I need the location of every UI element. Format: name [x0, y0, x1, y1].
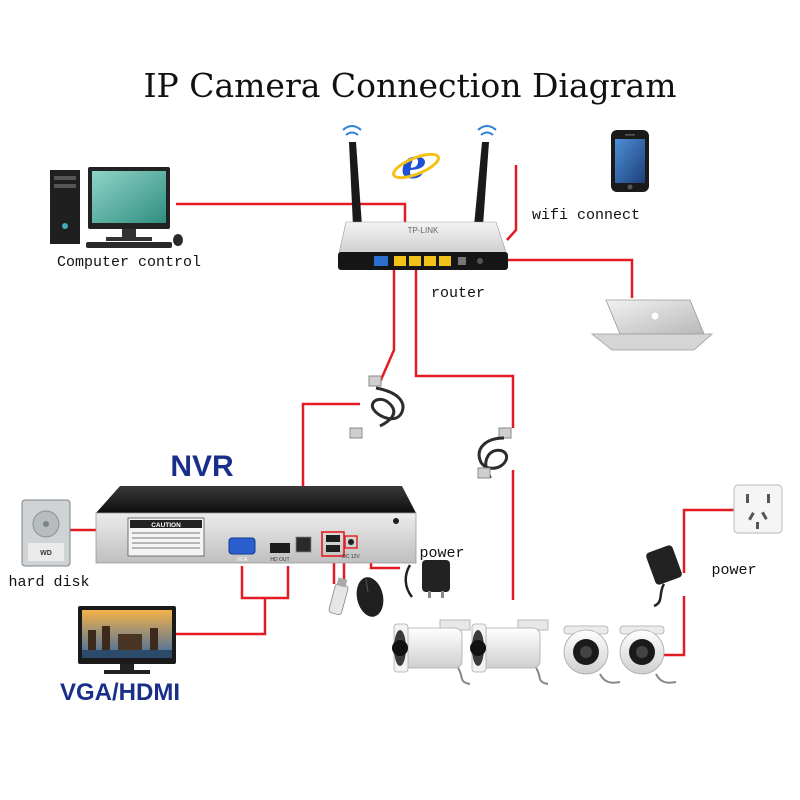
mouse-icon	[356, 577, 384, 617]
wire-router-cameras	[414, 268, 515, 428]
nvr-label: NVR	[170, 450, 234, 483]
nvr-port-dc-label: DC 12V	[342, 554, 360, 560]
bullet-camera-icon	[392, 619, 471, 685]
nvr-sticker-title: CAUTION	[151, 522, 181, 529]
network-cable-icon	[349, 375, 405, 439]
vga-hdmi-label: VGA/HDMI	[60, 679, 180, 706]
dome-camera-icon	[619, 625, 677, 684]
wire-video-monitor	[176, 598, 267, 636]
nvr-power-label: power	[419, 545, 464, 562]
wire-phone-router	[506, 165, 518, 241]
diagram-title: IP Camera Connection Diagram	[143, 66, 676, 105]
camera-power-label: power	[711, 562, 756, 579]
wire-router-nvr	[378, 268, 396, 383]
ie-logo-icon: e	[392, 141, 440, 188]
monitor-icon	[78, 606, 176, 674]
smartphone-icon	[611, 130, 649, 192]
power-adapter-icon	[404, 560, 450, 598]
nvr-port-vga-label: VGA	[237, 557, 248, 563]
router-brand: TP-LINK	[408, 226, 439, 235]
wall-socket-icon	[733, 484, 783, 534]
router-icon	[337, 125, 509, 270]
wire-laptop-router	[507, 258, 634, 298]
wire-socket-power	[682, 508, 736, 573]
wire-power-cameras	[663, 596, 686, 657]
usb-stick-icon	[328, 577, 349, 616]
svg-text:e: e	[401, 141, 426, 188]
bullet-camera-icon	[470, 619, 549, 685]
power-adapter-icon	[646, 545, 682, 608]
hard-disk-label: hard disk	[8, 574, 89, 591]
router-label: router	[431, 285, 485, 302]
disk-brand: WD	[40, 550, 52, 557]
dome-camera-icon	[563, 625, 621, 684]
nvr-icon	[95, 486, 417, 564]
hard-disk-icon	[21, 499, 71, 567]
nvr-port-hdmi-label: HD OUT	[270, 557, 289, 563]
desktop-computer-icon	[50, 167, 183, 248]
wifi-label: wifi connect	[532, 207, 640, 224]
network-cable-icon	[477, 427, 512, 479]
wire-vga-monitor	[240, 566, 290, 600]
computer-label: Computer control	[57, 254, 201, 271]
laptop-icon	[590, 299, 714, 351]
